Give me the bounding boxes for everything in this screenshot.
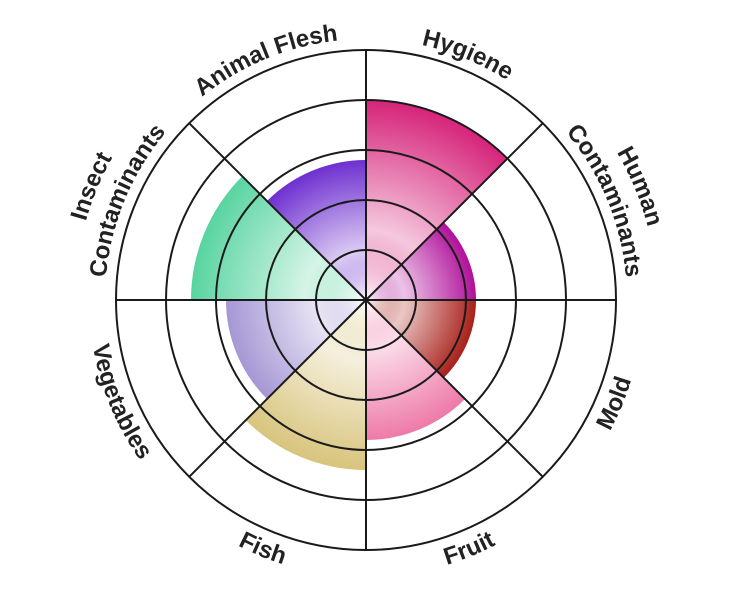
category-label-fish: Fish: [235, 527, 290, 570]
category-label-mold: Mold: [591, 373, 637, 434]
category-label-animal-flesh: Animal Flesh: [189, 20, 339, 102]
category-label-line: Vegetables: [87, 342, 158, 464]
wedge-animal-flesh: [267, 160, 366, 300]
wedge-hygiene: [366, 100, 508, 300]
category-label-line: Fish: [235, 527, 290, 570]
spoke-5: [188, 299, 367, 478]
category-label-line: Animal Flesh: [189, 20, 339, 102]
spoke-1: [365, 122, 544, 301]
category-label-line: Hygiene: [420, 24, 518, 85]
wedge-mold: [366, 300, 476, 378]
category-label-fruit: Fruit: [440, 526, 499, 571]
wedge-fish: [245, 300, 366, 470]
spoke-3: [365, 299, 544, 478]
category-label-vegetables: Vegetables: [87, 342, 158, 464]
wedge-fruit: [366, 300, 465, 440]
category-label-hygiene: Hygiene: [420, 24, 518, 85]
category-label-line: Fruit: [440, 526, 499, 571]
wedge-vegetables: [226, 300, 366, 399]
category-label-line: Mold: [591, 373, 637, 434]
wedge-insect-contaminants: [191, 176, 366, 300]
wedge-human-contaminants: [366, 222, 476, 300]
spoke-7: [188, 122, 367, 301]
grid-layer: [115, 49, 617, 551]
wedge-layer: [191, 100, 508, 470]
